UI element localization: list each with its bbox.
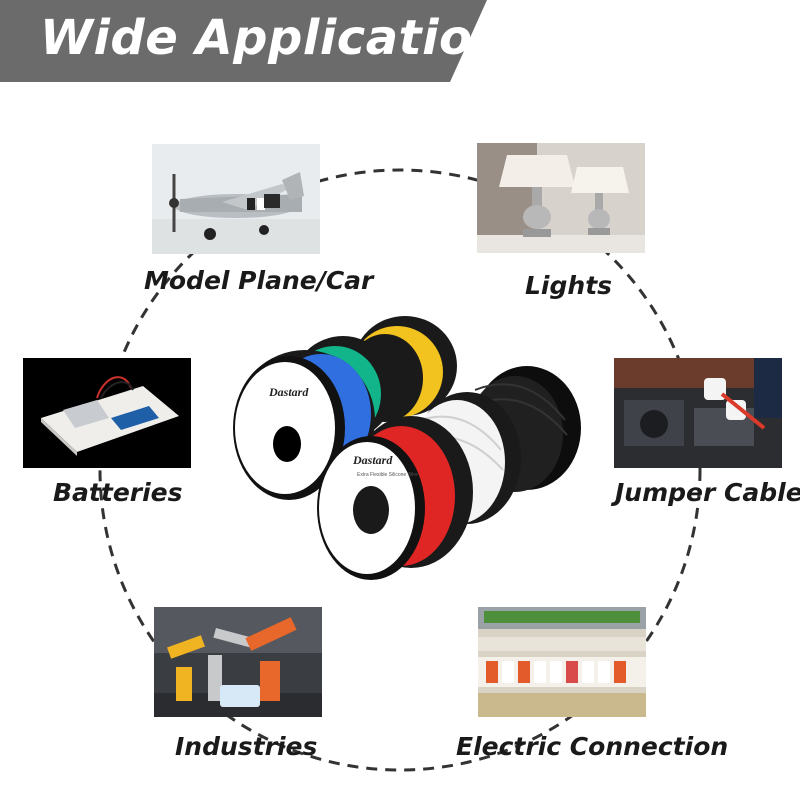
battery-breadboard-photo <box>23 358 191 468</box>
brand-label-blue: Dastard <box>268 385 309 399</box>
label-electric-connection: Electric Connection <box>456 732 729 761</box>
wire-spools-image: Dastard Dastard Extra Flexible Silicone … <box>233 316 581 580</box>
table-lamps-photo <box>477 143 645 253</box>
label-industries: Industries <box>175 732 318 761</box>
page-title: Wide Applications <box>40 10 537 66</box>
model-plane-photo <box>152 144 320 254</box>
label-lights: Lights <box>525 271 613 300</box>
product-subtitle: Extra Flexible Silicone Wire <box>357 472 418 478</box>
banner-shape <box>0 0 487 82</box>
label-batteries: Batteries <box>53 478 183 507</box>
label-model-plane-car: Model Plane/Car <box>144 266 374 295</box>
industrial-robot-photo <box>154 607 322 717</box>
electrical-panel-photo <box>478 607 646 717</box>
spool-red: Dastard Extra Flexible Silicone Wire <box>317 416 473 580</box>
car-engine-photo <box>614 358 782 468</box>
header-banner: Wide Applications <box>0 0 800 82</box>
label-jumper-cable: Jumper Cable <box>615 478 800 507</box>
brand-label-red: Dastard <box>352 453 393 467</box>
